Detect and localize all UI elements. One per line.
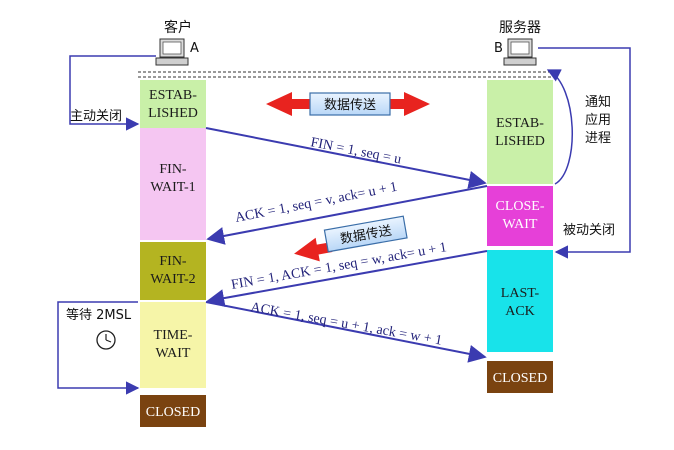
data-transfer-label-1: 数据传送 — [324, 98, 376, 113]
state-last-ack-label: LAST-ACK — [501, 286, 540, 319]
state-established-server — [487, 80, 553, 184]
wait-2msl-box — [62, 304, 138, 338]
state-established-client-label: ESTAB-LISHED — [148, 88, 198, 121]
wait-2msl-arrow — [57, 301, 140, 395]
state-established-client — [140, 80, 206, 128]
state-fin-wait-1 — [140, 128, 206, 240]
notify-app-arrow — [546, 69, 574, 185]
state-closed-server — [487, 361, 553, 393]
fin-message-label: FIN = 1, seq = u — [309, 135, 402, 167]
passive-close-arrow — [538, 47, 631, 259]
server-title: 服务器 — [499, 20, 541, 36]
state-time-wait — [140, 302, 206, 388]
state-fin-wait-1-label: FIN-WAIT-1 — [150, 162, 195, 195]
passive-close-label: 被动关闭 — [563, 223, 615, 238]
notify-app-label: 通知应用进程 — [585, 94, 611, 146]
state-time-wait-label: TIME-WAIT — [154, 328, 193, 361]
state-fin-wait-2 — [140, 242, 206, 300]
client-state-column: ESTAB-LISHED FIN-WAIT-1 FIN-WAIT-2 TIME-… — [140, 80, 206, 427]
final-ack-message-label: ACK = 1, seq = u + 1, ack = w + 1 — [249, 300, 443, 349]
data-transfer-indicator-2: 数据传送 — [294, 215, 408, 262]
fin-message-arrow — [205, 127, 487, 189]
state-last-ack — [487, 250, 553, 352]
state-closed-client — [140, 395, 206, 427]
client-title: 客户 — [164, 19, 192, 36]
active-close-label: 主动关闭 — [70, 109, 122, 124]
state-closed-server-label: CLOSED — [493, 371, 547, 386]
active-close-arrow — [69, 55, 156, 131]
server-state-column: ESTAB-LISHED CLOSE-WAIT LAST-ACK CLOSED — [487, 80, 553, 393]
state-close-wait-label: CLOSE-WAIT — [496, 199, 545, 232]
state-fin-wait-2-label: FIN-WAIT-2 — [150, 254, 195, 287]
server-computer-icon — [503, 38, 537, 66]
fin-ack-message-arrow — [206, 250, 488, 308]
wait-2msl-label: 等待 2MSL — [66, 307, 132, 323]
final-ack-message-arrow — [205, 301, 487, 363]
clock-icon — [96, 330, 116, 350]
left-arrow-icon — [294, 237, 333, 262]
ack-message-arrow — [206, 185, 488, 245]
state-established-server-label: ESTAB-LISHED — [495, 116, 545, 149]
server-host-label: B — [494, 41, 503, 56]
client-computer-icon — [155, 38, 189, 66]
client-host-label: A — [190, 41, 199, 56]
data-transfer-indicator-1: 数据传送 — [266, 92, 430, 116]
state-closed-client-label: CLOSED — [146, 405, 200, 420]
state-close-wait — [487, 186, 553, 246]
